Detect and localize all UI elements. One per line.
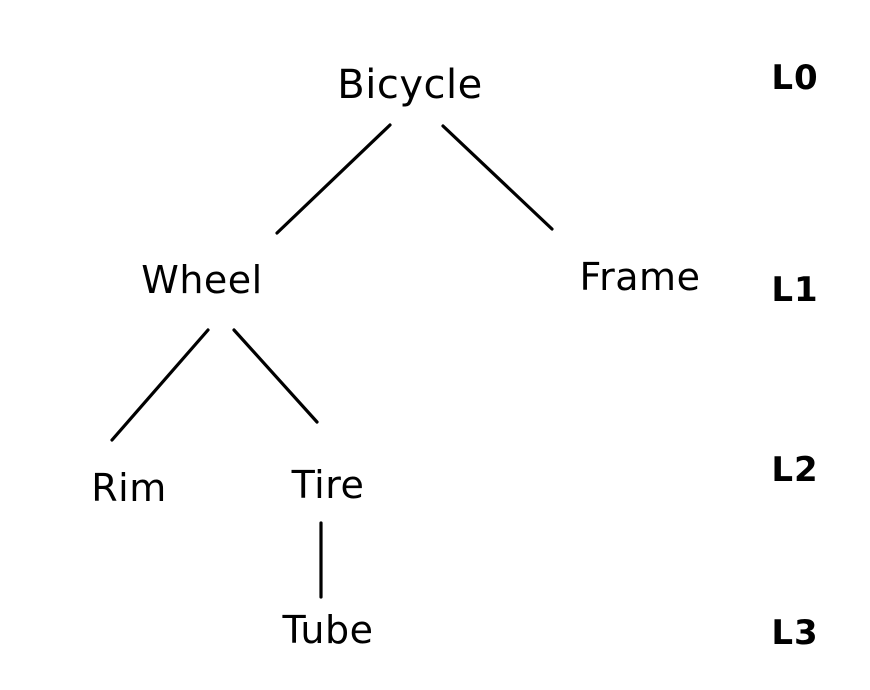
edge-bicycle-frame xyxy=(441,124,554,231)
node-tire: Tire xyxy=(291,463,365,507)
level-label-l1: L1 xyxy=(771,270,819,310)
node-wheel: Wheel xyxy=(141,258,263,302)
edge-wheel-tire xyxy=(232,328,319,424)
node-frame: Frame xyxy=(579,255,701,299)
node-bicycle: Bicycle xyxy=(337,62,483,108)
level-label-l3: L3 xyxy=(771,613,819,653)
edge-bicycle-wheel xyxy=(275,123,392,235)
node-rim: Rim xyxy=(91,466,167,510)
node-tube: Tube xyxy=(282,608,374,652)
edge-wheel-rim xyxy=(110,328,210,442)
level-label-l0: L0 xyxy=(771,58,819,98)
level-label-l2: L2 xyxy=(771,450,819,490)
